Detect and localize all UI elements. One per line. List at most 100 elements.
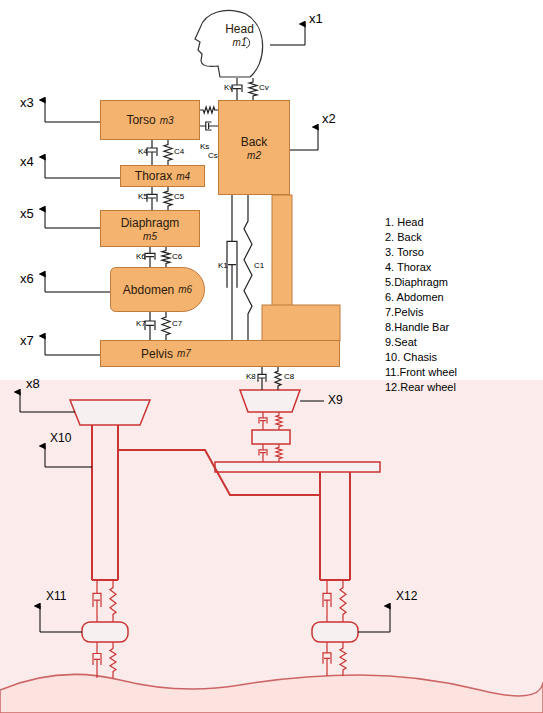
spring-damper bbox=[232, 78, 257, 100]
spring-symbol bbox=[110, 642, 116, 678]
coordinate-label: x5 bbox=[20, 207, 34, 221]
spring-damper bbox=[145, 312, 170, 340]
spring-damper-label: Cv bbox=[259, 84, 269, 93]
mass-symbol: m5 bbox=[143, 231, 157, 242]
front-wheel bbox=[82, 622, 128, 642]
part-list-item: 11.Front wheel bbox=[385, 366, 457, 378]
mass-symbol: m1 bbox=[233, 37, 247, 48]
spring-symbol bbox=[200, 107, 218, 113]
damper-symbol bbox=[323, 642, 331, 676]
coordinate-label: x6 bbox=[20, 272, 34, 286]
damper-symbol bbox=[93, 580, 101, 622]
chassis-frame bbox=[118, 450, 320, 495]
coordinate-label: x2 bbox=[322, 112, 336, 126]
part-name: Back bbox=[241, 135, 268, 149]
mass-symbol: m6 bbox=[178, 284, 192, 295]
spring-damper-label: K6 bbox=[136, 253, 146, 262]
seat bbox=[240, 390, 300, 412]
front-fork bbox=[92, 425, 118, 580]
spring-damper-label: Kv bbox=[224, 84, 233, 93]
part-name: Diaphragm bbox=[121, 216, 180, 230]
pelvis-riser bbox=[262, 305, 340, 341]
coordinate-label: x8 bbox=[26, 377, 40, 391]
spring-symbol bbox=[340, 580, 346, 622]
part-name: Abdomen bbox=[123, 283, 174, 297]
head-outline bbox=[190, 8, 270, 78]
spring-damper-label: K7 bbox=[136, 320, 146, 329]
part-list-item: 1. Head bbox=[385, 216, 424, 228]
torso-mass: Torsom3 bbox=[100, 100, 200, 140]
part-list-item: 5.Diaphragm bbox=[385, 276, 448, 288]
coordinate-label: X12 bbox=[396, 590, 417, 603]
damper-symbol bbox=[259, 412, 267, 430]
damper-symbol bbox=[227, 195, 237, 340]
damper-symbol bbox=[259, 444, 267, 462]
spring-symbol bbox=[164, 187, 172, 210]
spring-damper bbox=[227, 195, 252, 340]
spring-damper bbox=[147, 187, 172, 210]
spring-symbol bbox=[276, 444, 282, 462]
part-list-item: 6. Abdomen bbox=[385, 291, 444, 303]
damper-symbol bbox=[93, 642, 101, 678]
part-list-item: 12.Rear wheel bbox=[385, 381, 456, 393]
spring-damper-label: C1 bbox=[254, 262, 264, 271]
spring-damper-label: C5 bbox=[174, 193, 184, 202]
head-mass: Headm1 bbox=[190, 8, 270, 78]
damper-symbol bbox=[145, 247, 155, 267]
suspension-spring-damper bbox=[258, 367, 281, 390]
spring-damper-label: K1 bbox=[218, 262, 228, 271]
spring-symbol bbox=[162, 247, 170, 267]
spring-damper-label: C7 bbox=[172, 320, 182, 329]
abdomen-mass: Abdomen m6 bbox=[110, 267, 205, 312]
coordinate-label: x3 bbox=[20, 96, 34, 110]
coordinate-label: x7 bbox=[20, 334, 34, 348]
spring-symbol bbox=[275, 367, 281, 390]
coordinate-label: X11 bbox=[46, 590, 66, 603]
thorax-mass: Thoraxm4 bbox=[120, 165, 205, 187]
pelvis-mass: Pelvism7 bbox=[100, 340, 340, 367]
part-list-item: 4. Thorax bbox=[385, 261, 431, 273]
chassis-plate bbox=[215, 462, 380, 472]
diaphragm-mass: Diaphragmm5 bbox=[100, 210, 200, 247]
part-list-item: 10. Chasis bbox=[385, 351, 437, 363]
rear-arm bbox=[320, 472, 350, 580]
suspension-spring-damper bbox=[323, 642, 346, 676]
spring-damper bbox=[200, 107, 218, 130]
ground-panel bbox=[0, 380, 543, 713]
mass-symbol: m2 bbox=[247, 150, 261, 161]
back-mass: Backm2 bbox=[218, 100, 290, 195]
spring-damper bbox=[145, 247, 170, 267]
spring-damper-label: C8 bbox=[284, 373, 294, 382]
spring-symbol bbox=[249, 78, 257, 100]
damper-symbol bbox=[323, 580, 331, 622]
spring-symbol bbox=[162, 312, 170, 340]
damper-symbol bbox=[232, 78, 242, 100]
head-profile bbox=[195, 10, 263, 77]
damper-symbol bbox=[145, 312, 155, 340]
spring-damper-label: Ks bbox=[200, 143, 209, 152]
part-list-item: 3. Torso bbox=[385, 246, 424, 258]
mass-symbol: m4 bbox=[176, 171, 190, 182]
part-list-item: 9.Seat bbox=[385, 336, 417, 348]
spring-damper-label: Cs bbox=[208, 152, 218, 161]
spring-damper-label: K4 bbox=[138, 148, 148, 157]
coordinate-label: X10 bbox=[50, 432, 71, 445]
damper-symbol bbox=[200, 122, 218, 130]
spring-symbol bbox=[276, 412, 282, 430]
suspension-spring-damper bbox=[323, 580, 346, 622]
handle-bar bbox=[70, 400, 150, 425]
mass-symbol: m3 bbox=[160, 115, 174, 126]
part-list-item: 2. Back bbox=[385, 231, 422, 243]
spring-damper-label: K5 bbox=[138, 193, 148, 202]
suspension-spring-damper bbox=[259, 412, 282, 430]
part-name: Pelvis bbox=[141, 347, 173, 361]
road-profile bbox=[0, 674, 543, 713]
coordinate-label: X9 bbox=[328, 394, 343, 407]
suspension-spring-damper bbox=[93, 642, 116, 678]
back-column bbox=[272, 195, 292, 306]
coordinate-arrows bbox=[20, 24, 390, 632]
coordinate-label: x4 bbox=[20, 155, 34, 169]
part-list-item: 7.Pelvis bbox=[385, 306, 424, 318]
suspension-spring-damper bbox=[259, 444, 282, 462]
